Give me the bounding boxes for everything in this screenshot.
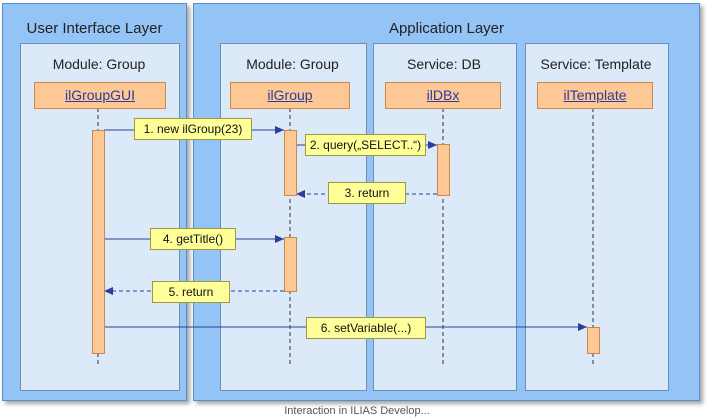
- module-service-db-title: Service: DB: [407, 56, 481, 72]
- message-label-1: 1. new ilGroup(23): [134, 118, 252, 140]
- caption: Interaction in ILIAS Develop...: [284, 405, 430, 417]
- message-label-3: 3. return: [328, 182, 406, 204]
- ui-layer-title: User Interface Layer: [26, 20, 163, 37]
- module-app-group-title: Module: Group: [246, 56, 339, 72]
- message-label-2: 2. query(„SELECT..“): [305, 134, 426, 156]
- lifeline-box-ilgroupgui: ilGroupGUI: [34, 82, 166, 109]
- message-label-5: 5. return: [152, 281, 230, 303]
- activation-ildbx: [437, 144, 450, 196]
- lifeline-box-ildbx: ilDBx: [385, 82, 501, 109]
- module-ui-group-title: Module: Group: [52, 56, 146, 72]
- message-label-6: 6. setVariable(...): [306, 317, 426, 339]
- message-label-4: 4. getTitle(): [150, 228, 236, 250]
- lifeline-box-iltemplate: ilTemplate: [537, 82, 653, 109]
- activation-ilgroupgui: [92, 130, 105, 354]
- lifeline-box-ilgroup: ilGroup: [230, 82, 350, 109]
- application-layer-title: Application Layer: [388, 20, 505, 37]
- activation-iltemplate: [587, 327, 600, 354]
- activation-ilgroup-1: [284, 130, 297, 196]
- activation-ilgroup-2: [284, 237, 297, 292]
- module-service-template-title: Service: Template: [540, 56, 652, 72]
